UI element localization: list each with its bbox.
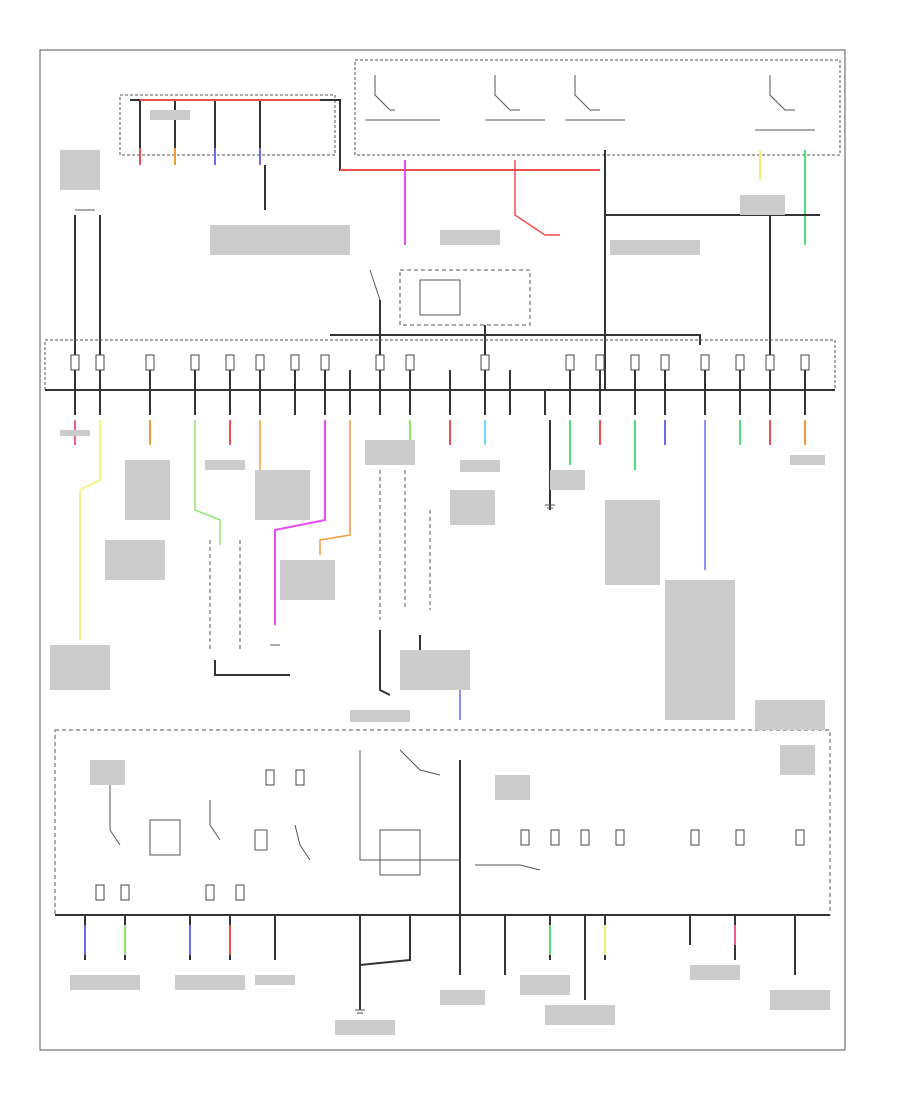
ground-symbols — [75, 209, 555, 1014]
lower-module-box — [54, 729, 831, 916]
middle-relay-box — [330, 150, 820, 390]
fuse-block-upper-left — [119, 94, 336, 156]
colored-wires-middle — [74, 420, 806, 640]
ipdm-box — [354, 59, 841, 156]
colored-wires-upper — [139, 99, 806, 245]
fuse-row-main — [44, 339, 836, 391]
lower-module-internals — [55, 749, 830, 916]
fuses-main — [70, 354, 810, 371]
top-relays — [365, 75, 815, 131]
diagram-border — [39, 49, 846, 1051]
fuses-lower — [95, 769, 805, 901]
colored-wires-lower — [84, 925, 736, 955]
label-stubs — [50, 110, 830, 1035]
fuse-row-main-wires — [45, 370, 835, 415]
